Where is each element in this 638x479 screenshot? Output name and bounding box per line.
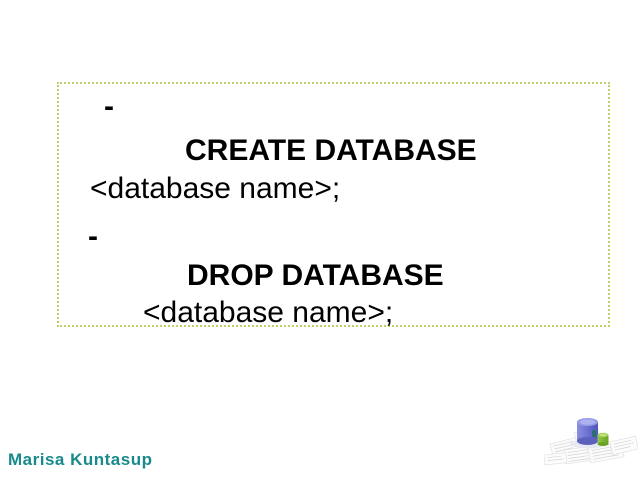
sql-keyword-create-database: CREATE DATABASE [185,134,477,167]
sql-keyword-drop-database: DROP DATABASE [187,259,444,292]
author-name: Marisa Kuntasup [8,450,153,469]
text-placeholder-box [57,82,610,327]
sql-argument-line: <database name>; [90,172,341,205]
sql-argument-line: <database name>; [143,296,394,329]
green-cylinder-icon [597,432,609,446]
accent-shape [592,430,596,437]
database-clipart-icon [543,418,638,466]
bullet-dash: - [104,90,114,123]
bullet-dash: - [88,220,98,253]
